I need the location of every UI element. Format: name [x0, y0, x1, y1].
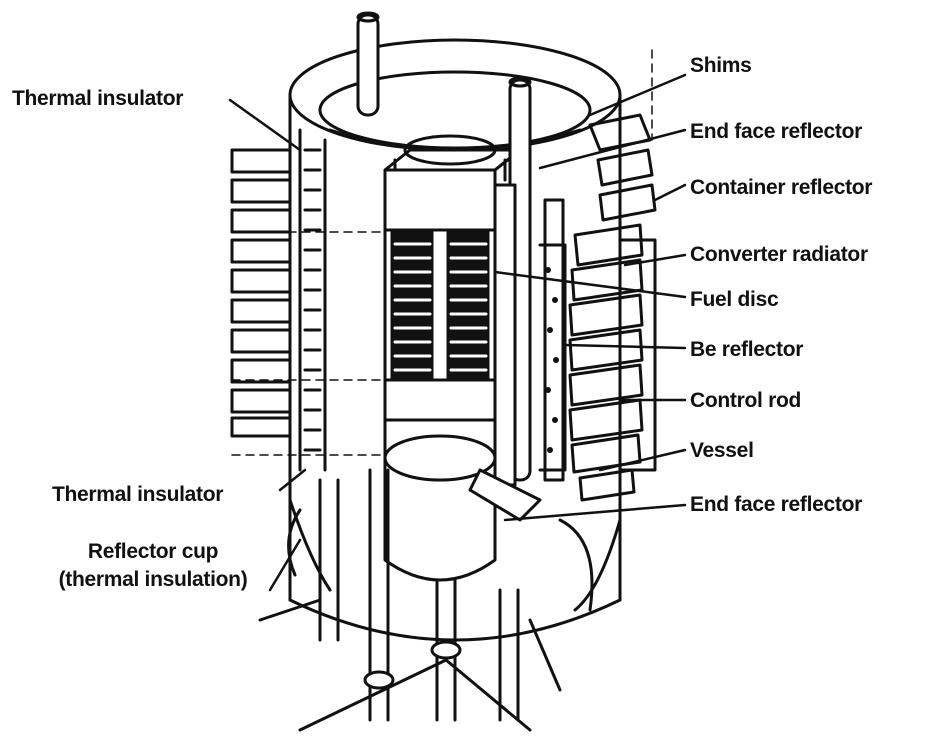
- leader-lines: [228, 73, 687, 592]
- lower-end-face-reflector: [287, 418, 622, 612]
- label-reflector-cup-line2: (thermal insulation): [58, 568, 248, 591]
- label-end-face-reflector-bottom: End face reflector: [690, 493, 862, 516]
- label-container-reflector: Container reflector: [690, 176, 873, 199]
- label-thermal-insulator-bottom: Thermal insulator: [52, 483, 224, 506]
- label-end-face-reflector-top: End face reflector: [690, 120, 862, 143]
- be-reflector-region: [538, 243, 567, 472]
- label-converter-radiator: Converter radiator: [690, 243, 868, 266]
- label-reflector-cup-line1: Reflector cup: [87, 540, 219, 563]
- fuel-disc-stack: [390, 230, 490, 380]
- label-fuel-disc: Fuel disc: [690, 288, 779, 311]
- label-control-rod: Control rod: [690, 389, 802, 412]
- label-be-reflector: Be reflector: [690, 338, 804, 361]
- label-shims: Shims: [690, 54, 752, 77]
- converter-radiator-left: [230, 148, 292, 438]
- label-thermal-insulator-top: Thermal insulator: [12, 87, 184, 110]
- support-legs: [258, 468, 562, 732]
- guide-marks: [231, 49, 653, 456]
- label-reflector-cup: Reflector cup (thermal insulation): [28, 541, 278, 591]
- converter-radiator-right: [568, 113, 657, 502]
- label-vessel: Vessel: [690, 439, 754, 462]
- thermal-insulator-column: [298, 128, 327, 472]
